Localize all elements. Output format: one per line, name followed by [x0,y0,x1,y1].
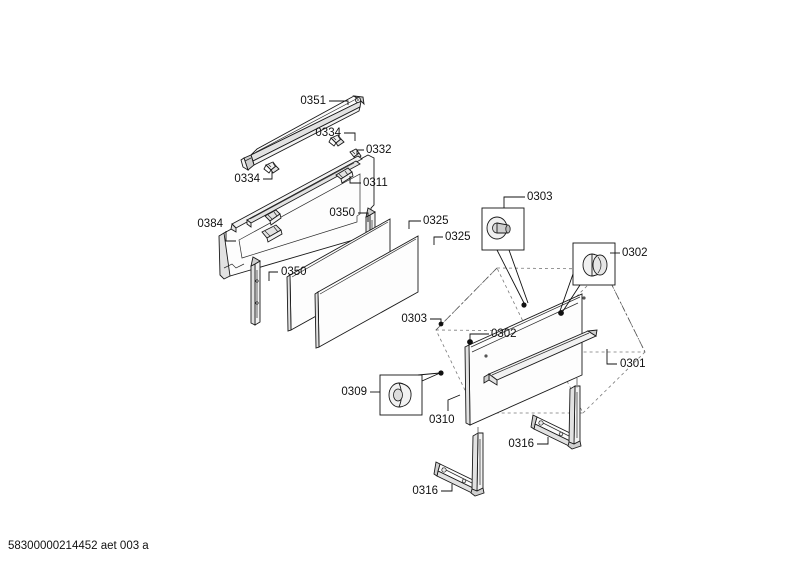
callout-0302-detail [559,242,616,312]
leader-0350-right [358,212,369,222]
label-0325-front: 0325 [445,231,471,243]
part-0350-strip-left [250,256,261,326]
leader-0334-lower [263,171,273,180]
label-0334-upper: 0334 [315,127,341,139]
leader-0334-upper [344,132,356,141]
leader-0351 [329,100,349,105]
attach-point-0302-a [558,310,564,316]
label-0325-back: 0325 [423,215,449,227]
document-footer-code: 58300000214452 aet 003 a [8,540,149,552]
leader-0303-callout [503,196,525,208]
leader-0325-front [433,236,443,245]
part-0325-glass-panel-front [314,235,419,349]
part-0334-clip-upper [328,134,345,147]
label-0310: 0310 [429,414,455,426]
attach-point-small-a [582,296,586,300]
label-0303-b: 0303 [401,313,427,325]
label-0350-left: 0350 [281,266,307,278]
leader-0310 [447,394,461,411]
label-0316-left: 0316 [412,485,438,497]
label-0332: 0332 [366,144,392,156]
part-0334-clip-lower [263,161,280,174]
leader-0303-b [430,318,442,324]
label-0350-right: 0350 [329,207,355,219]
label-0351: 0351 [300,95,326,107]
leader-0316-right [537,437,549,445]
label-0301: 0301 [620,358,646,370]
attach-point-0303-a [521,302,527,308]
label-0309: 0309 [341,386,367,398]
part-latch-detail [261,224,283,243]
label-0302-callout: 0302 [622,247,648,259]
part-0316-hinge-left [433,432,485,497]
label-0334-lower: 0334 [234,173,260,185]
label-0316-right: 0316 [508,438,534,450]
part-0384-outer-door-panel [218,154,375,280]
callout-0303-detail [481,207,529,304]
label-0311: 0311 [363,177,388,189]
part-handle-on-assembly [483,329,598,386]
leader-0301 [606,349,617,365]
leader-0384 [225,231,236,242]
callout-0309-detail [379,372,441,416]
leader-0311 [349,176,361,184]
label-0303-callout: 0303 [527,191,553,203]
leader-0325-back [408,220,421,229]
attach-point-small-b [484,354,488,358]
leader-0316-left [441,484,453,492]
part-0316-hinge-right [530,385,582,450]
leader-0350-left [268,271,278,281]
leader-0302-b [469,333,489,342]
label-0384: 0384 [197,218,223,230]
part-0311-bracket-b [335,167,354,184]
attach-point-0309 [438,370,444,376]
part-0311-bracket-a [264,209,282,226]
leader-0332 [356,149,364,154]
part-0351-handle-bar [240,95,365,172]
label-0302-b: 0302 [491,328,517,340]
